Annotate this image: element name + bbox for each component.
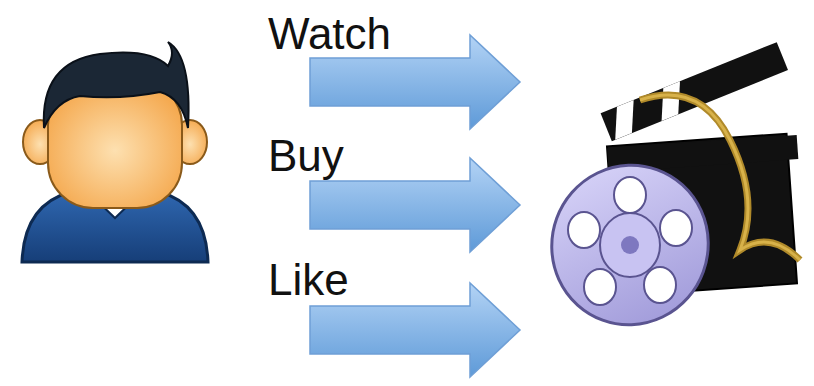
arrow-label: Buy	[268, 134, 344, 178]
person-icon	[22, 42, 208, 262]
movie-icon	[529, 42, 800, 347]
arrow-label: Like	[268, 258, 349, 302]
arrow-label: Watch	[268, 12, 391, 56]
